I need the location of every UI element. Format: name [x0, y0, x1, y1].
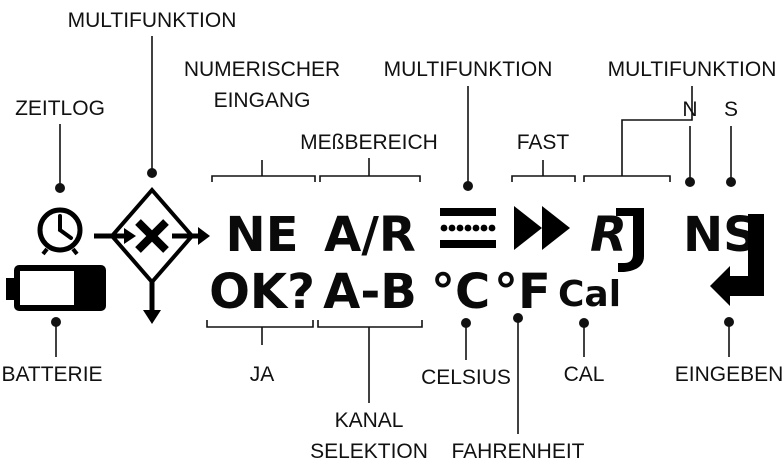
- segment-ne: NE: [226, 207, 299, 263]
- segment-ab: A-B: [323, 264, 417, 320]
- label-kanal: KANAL: [335, 409, 404, 432]
- segment-celsius: °C: [431, 264, 490, 320]
- enter-arrow-icon: [710, 214, 764, 306]
- label-selektion: SELEKTION: [310, 440, 428, 463]
- svg-text:R: R: [590, 207, 627, 263]
- label-numerischer: NUMERISCHER: [184, 58, 340, 81]
- segment-ok: OK?: [209, 264, 315, 320]
- label-fahrenheit: FAHRENHEIT: [451, 440, 584, 463]
- label-celsius: CELSIUS: [421, 366, 511, 389]
- label-n: N: [682, 98, 697, 121]
- label-multifunktion-left: MULTIFUNKTION: [68, 9, 237, 32]
- segment-cal: Cal: [558, 274, 621, 315]
- label-cal: CAL: [564, 363, 605, 386]
- label-s: S: [724, 98, 738, 121]
- label-multifunktion-right: MULTIFUNKTION: [608, 58, 777, 81]
- segment-fahrenheit: °F: [494, 264, 551, 320]
- fast-forward-icon: [514, 206, 570, 250]
- label-multifunktion-mid: MULTIFUNKTION: [384, 58, 553, 81]
- label-messbereich: MEßBEREICH: [300, 131, 438, 154]
- clock-icon: [37, 207, 83, 256]
- label-eingeben: EINGEBEN: [675, 363, 782, 386]
- label-eingang: EINGANG: [214, 89, 311, 112]
- segment-ar: A/R: [324, 207, 416, 263]
- leader-lines: [51, 36, 736, 434]
- dash-bars-icon: [440, 208, 496, 248]
- label-ja: JA: [250, 363, 275, 386]
- r-hook-symbol: R: [590, 207, 644, 272]
- label-zeitlog: ZEITLOG: [15, 97, 105, 120]
- label-fast: FAST: [517, 131, 570, 154]
- segment-ns: NS: [683, 207, 758, 263]
- battery-icon: [6, 265, 106, 311]
- label-batterie: BATTERIE: [1, 363, 102, 386]
- multifunction-diamond-icon: [94, 186, 210, 324]
